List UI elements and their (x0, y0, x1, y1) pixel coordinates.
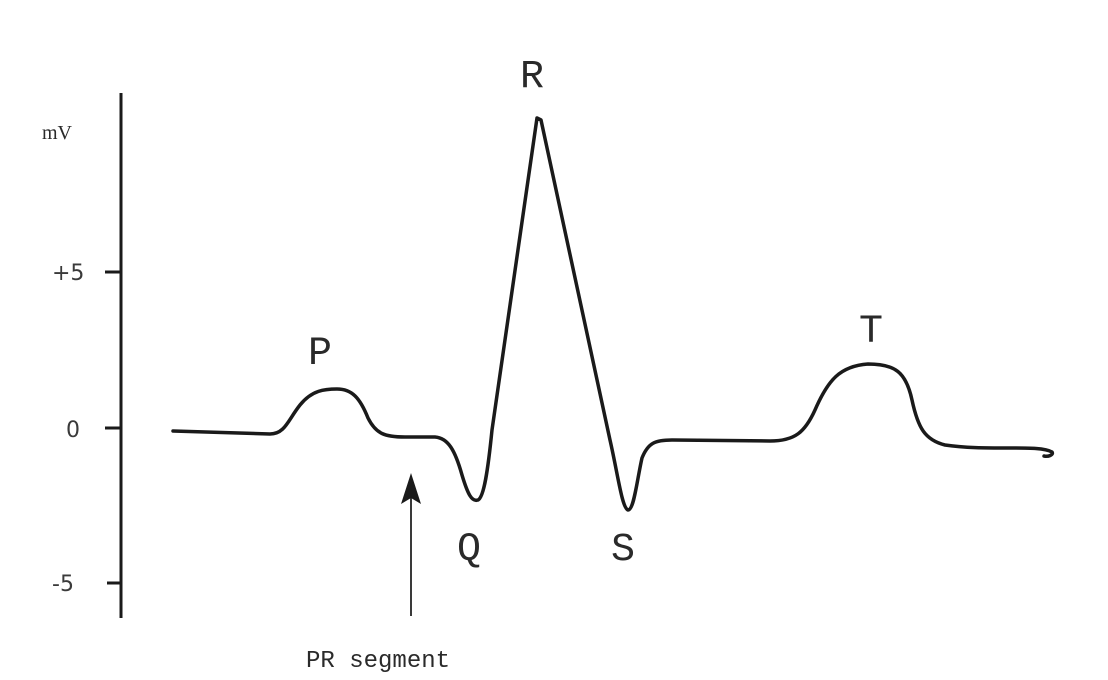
arrow-up-icon (401, 473, 421, 504)
r-wave-label: R (520, 55, 544, 100)
pr-segment-label: PR segment (306, 648, 450, 675)
y-axis-unit-label: mV (42, 122, 73, 144)
q-wave-label: Q (457, 528, 481, 573)
y-tick-label-plus5: +5 (52, 261, 84, 286)
ecg-waveform-line (171, 116, 1055, 512)
y-tick-label-minus5: -5 (52, 572, 74, 597)
s-wave-label: S (611, 528, 635, 573)
y-tick-label-zero: 0 (66, 418, 80, 443)
p-wave-label: P (308, 332, 332, 377)
t-wave-label: T (859, 310, 883, 355)
